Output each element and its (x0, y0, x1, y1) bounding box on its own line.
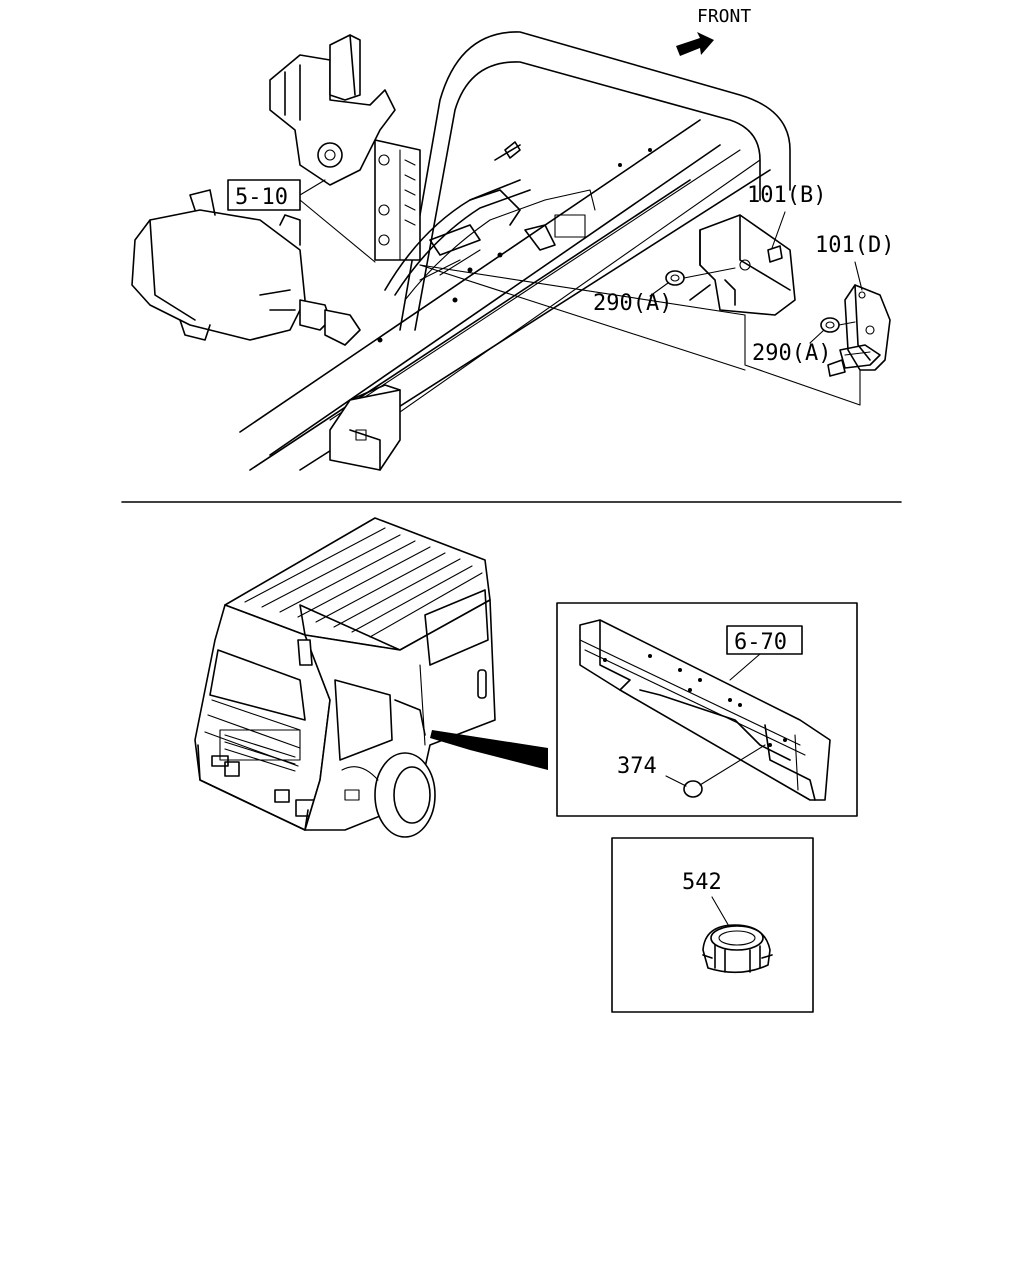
callout-101d: 101(D) (815, 233, 894, 291)
callout-290a-lower-text: 290(A) (752, 341, 831, 366)
inset-clip: 542 (611, 837, 814, 1013)
truck-cab-illustration (194, 517, 496, 838)
front-direction-indicator: FRONT (676, 6, 751, 56)
callout-542-text: 542 (682, 870, 722, 895)
callout-101b-text: 101(B) (747, 183, 826, 208)
nut-290a-upper (665, 267, 736, 286)
front-arrow-icon (676, 32, 714, 56)
inset-frame-rail: 6-70 374 (556, 602, 858, 817)
callout-5-10: 5-10 (227, 179, 376, 263)
callout-290a-lower: 290(A) (752, 329, 831, 366)
callout-5-10-text: 5-10 (235, 185, 288, 210)
detail-pointer (430, 730, 548, 770)
callout-290a-upper: 290(A) (593, 282, 672, 316)
frame-assembly-illustration (131, 31, 891, 471)
callout-101d-text: 101(D) (815, 233, 894, 258)
callout-290a-upper-text: 290(A) (593, 291, 672, 316)
nut-290a-lower (820, 317, 856, 333)
callout-101b: 101(B) (747, 183, 826, 249)
callout-374-text: 374 (617, 754, 657, 779)
callout-6-70-text: 6-70 (734, 630, 787, 655)
front-label: FRONT (697, 6, 751, 27)
